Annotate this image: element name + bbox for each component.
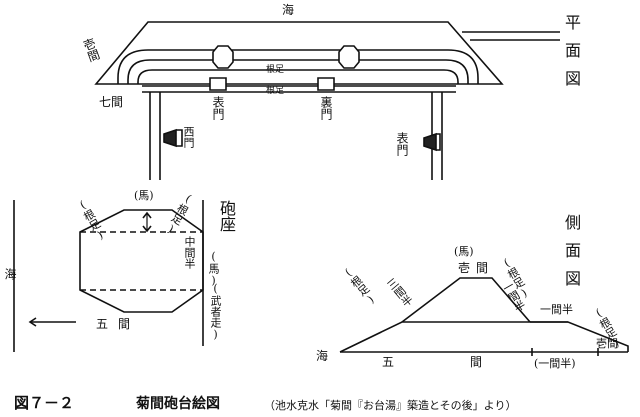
plan-west-gate	[163, 128, 177, 148]
plan-outer-wall	[94, 21, 504, 85]
plan-band-1	[117, 49, 479, 84]
plan-gate-back-label: 裏門	[319, 96, 333, 120]
plan-gate-right-label: 表門	[395, 132, 409, 156]
side-base-right: (一間半)	[534, 357, 576, 370]
plan-bastion-left	[212, 45, 234, 69]
caption-figure-number: 図７－２	[14, 394, 75, 412]
section-arrowhead-down	[142, 225, 152, 233]
plan-east-gate-frame	[436, 133, 441, 151]
side-step-label: 一間半	[540, 303, 573, 316]
side-sea-label: 海	[316, 349, 329, 363]
section-musha-label: (武者走)	[209, 282, 222, 341]
plan-view	[94, 21, 560, 180]
section-width-label: 五間	[96, 317, 141, 331]
section-sea-label: 海	[3, 268, 17, 280]
side-view	[339, 277, 629, 356]
plan-left-leg	[149, 92, 161, 180]
side-base-len-a: 五	[382, 355, 395, 369]
plan-nezoku-outer: 根足	[266, 65, 285, 75]
section-mid-label: 中間半	[183, 236, 196, 269]
side-upper-tier	[401, 277, 531, 323]
plan-corner-label: 七間	[99, 95, 124, 109]
side-lower-tier	[339, 321, 629, 353]
plan-title: 平面図	[562, 14, 581, 98]
side-top-len: 壱間	[458, 261, 495, 275]
caption-title: 菊間砲台絵図	[136, 396, 220, 412]
plan-jetty	[462, 31, 560, 41]
plan-gate-front-block	[209, 77, 227, 91]
plan-west-gate-frame	[176, 129, 183, 147]
plan-band-2	[127, 59, 469, 84]
plan-gate-front-label: 表門	[211, 96, 225, 120]
section-arrowhead-up	[142, 211, 152, 219]
side-title: 側面図	[562, 214, 581, 298]
plan-gate-west-label: 西門	[182, 126, 195, 148]
plan-bastion-right	[338, 45, 360, 69]
section-uma-label: (馬)	[207, 250, 220, 287]
section-width-arrowhead	[28, 317, 37, 327]
section-left	[13, 200, 204, 352]
plan-east-gate	[423, 132, 437, 152]
caption-source: （池水克水「菊間『お台湯』築造とその後」より）	[264, 399, 517, 412]
side-uma-label: (馬)	[454, 245, 474, 258]
side-base-len-b: 間	[470, 355, 483, 369]
side-base-right-top: 壱間	[596, 337, 618, 350]
plan-band-3	[137, 69, 459, 84]
plan-gate-back-block	[317, 77, 335, 91]
plan-sea-label: 海	[282, 3, 295, 17]
plan-nezoku-inner: 根足	[266, 86, 285, 96]
section-hou-label: (馬)	[134, 189, 154, 202]
section-houza-label: 砲座	[217, 200, 236, 232]
